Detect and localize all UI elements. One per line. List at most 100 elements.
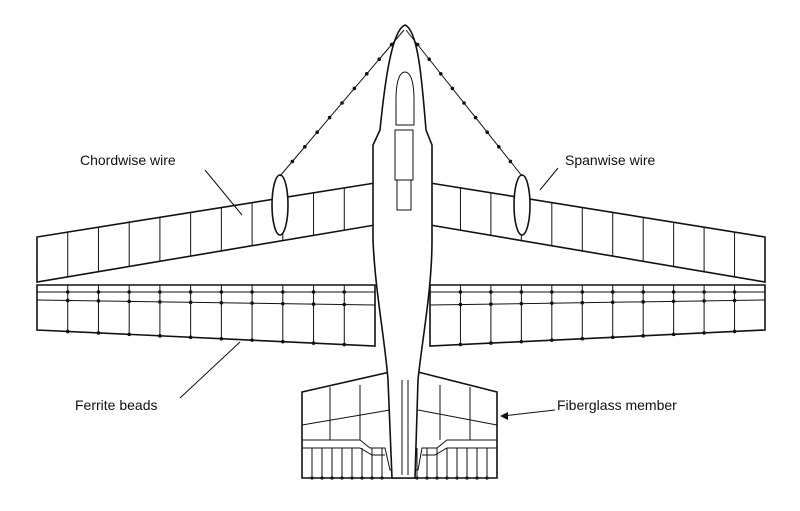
- ferrite-bead: [219, 336, 224, 341]
- ferrite-bead: [415, 476, 419, 480]
- ferrite-bead: [489, 290, 493, 294]
- ferrite-bead: [188, 335, 193, 340]
- ferrite-bead: [327, 115, 332, 120]
- ferrite-bead: [370, 476, 374, 480]
- ferrite-bead: [580, 336, 585, 341]
- ferrite-bead: [425, 476, 429, 480]
- ferrite-bead: [671, 290, 676, 294]
- ferrite-bead: [158, 300, 162, 304]
- ferrite-bead: [360, 476, 364, 480]
- ferrite-bead: [310, 476, 314, 480]
- ferrite-bead: [475, 476, 479, 480]
- ferrite-bead: [519, 301, 524, 306]
- ferrite-bead: [580, 300, 585, 305]
- ferrite-bead: [732, 298, 737, 303]
- ferrite-bead: [439, 72, 443, 76]
- ferrite-bead: [290, 159, 295, 164]
- ferrite-bead: [96, 290, 101, 294]
- ferrite-bead: [519, 290, 524, 294]
- ferrite-bead: [311, 341, 316, 345]
- ferrite-bead: [330, 476, 334, 480]
- ferrite-bead: [219, 300, 224, 305]
- ferrite-bead: [127, 299, 131, 304]
- ferrite-bead: [315, 130, 320, 134]
- ferrite-bead: [340, 476, 344, 480]
- ferrite-bead: [250, 301, 254, 305]
- ferrite-bead: [702, 299, 706, 303]
- ferrite-bead: [732, 290, 737, 294]
- spanwise-wires: [279, 29, 523, 177]
- ferrite-bead: [352, 86, 357, 91]
- label-fiberglass-member: Fiberglass member: [557, 397, 677, 413]
- ferrite-bead: [610, 335, 615, 340]
- right-forward-wing: [429, 182, 766, 283]
- ferrite-bead: [350, 476, 354, 480]
- ferrite-bead: [188, 300, 193, 305]
- ferrite-bead: [550, 338, 554, 342]
- left-engine-pod: [271, 174, 289, 236]
- ferrite-bead: [219, 290, 224, 294]
- ferrite-bead: [303, 145, 307, 149]
- ferrite-bead: [377, 57, 382, 61]
- ferrite-bead: [473, 115, 478, 120]
- ferrite-bead: [340, 101, 344, 105]
- ferrite-bead: [435, 476, 439, 480]
- ferrite-bead: [311, 290, 316, 294]
- ferrite-bead: [519, 339, 524, 344]
- ferrite-bead: [427, 57, 432, 61]
- ferrite-bead: [380, 476, 384, 480]
- ferrite-bead: [65, 329, 70, 334]
- ferrite-bead: [485, 130, 490, 134]
- ferrite-bead: [671, 332, 676, 337]
- ferrite-bead: [610, 290, 615, 294]
- ferrite-bead: [365, 72, 369, 76]
- ferrite-bead: [158, 290, 162, 294]
- left-forward-wing: [36, 182, 376, 283]
- ferrite-bead: [641, 300, 645, 304]
- ferrite-bead: [458, 302, 463, 307]
- ferrite-bead: [342, 302, 347, 307]
- ferrite-bead: [127, 290, 131, 294]
- ferrite-bead: [641, 334, 645, 338]
- ferrite-bead: [489, 302, 493, 306]
- ferrite-bead: [550, 290, 554, 294]
- label-ferrite-beads: Ferrite beads: [75, 397, 158, 413]
- ferrite-bead: [489, 341, 493, 345]
- leader-lines: [179, 167, 559, 420]
- ferrite-bead: [158, 334, 162, 338]
- arrowhead: [500, 412, 508, 420]
- ferrite-bead: [415, 42, 420, 47]
- ferrite-bead: [450, 86, 455, 91]
- ferrite-bead: [311, 302, 316, 306]
- ferrite-bead: [342, 342, 347, 347]
- ferrite-bead: [580, 290, 585, 294]
- ferrite-bead: [96, 299, 101, 303]
- left-rear-wing: [36, 284, 376, 347]
- ferrite-bead: [250, 338, 254, 342]
- ferrite-bead: [671, 299, 676, 304]
- ferrite-bead: [458, 290, 463, 294]
- ferrite-bead: [65, 298, 70, 303]
- right-engine-pod: [513, 174, 531, 236]
- ferrite-bead: [508, 159, 513, 164]
- ferrite-bead: [96, 331, 101, 335]
- fuselage: [372, 24, 433, 479]
- ferrite-bead: [465, 476, 469, 480]
- right-rear-wing: [429, 284, 766, 347]
- ferrite-bead: [389, 42, 394, 47]
- ferrite-bead: [281, 339, 285, 344]
- ferrite-bead: [320, 476, 324, 480]
- label-chordwise-wire: Chordwise wire: [80, 152, 176, 168]
- ferrite-bead: [702, 290, 706, 294]
- ferrite-bead: [462, 101, 466, 105]
- ferrite-bead: [485, 476, 489, 480]
- ferrite-bead: [188, 290, 193, 294]
- ferrite-bead: [281, 290, 285, 294]
- ferrite-bead: [641, 290, 645, 294]
- ferrite-bead: [342, 290, 347, 294]
- tail-ribs: [310, 385, 489, 480]
- ferrite-bead: [550, 301, 554, 305]
- ferrite-bead: [458, 342, 463, 347]
- ferrite-bead: [250, 290, 254, 294]
